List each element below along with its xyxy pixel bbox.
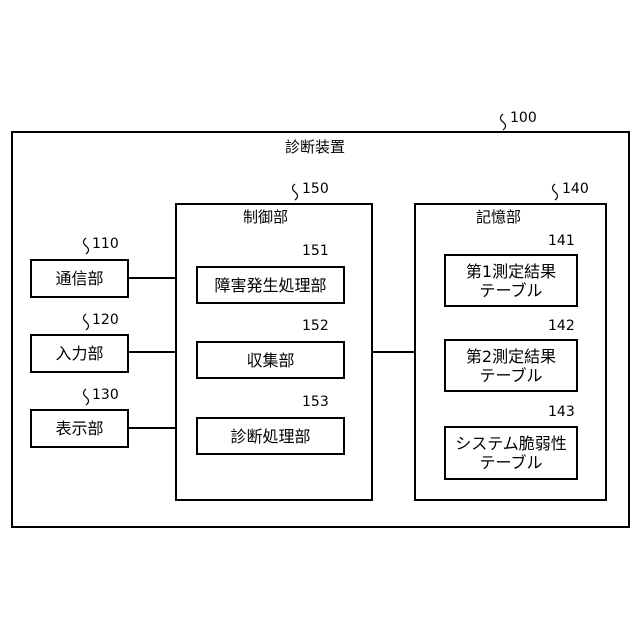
display-unit: 表示部 <box>30 409 129 448</box>
control-unit-title: 制御部 <box>243 206 288 227</box>
second-measurement-table-line2: テーブル <box>479 366 542 385</box>
ref-120: 120 <box>92 312 119 328</box>
first-measurement-table-line1: 第1測定結果 <box>466 262 556 281</box>
ref-100: 100 <box>510 110 537 126</box>
second-measurement-table-line1: 第2測定結果 <box>466 347 556 366</box>
display-unit-label: 表示部 <box>32 411 127 446</box>
fault-generation-unit: 障害発生処理部 <box>196 266 345 304</box>
system-vulnerability-table-line1: システム脆弱性 <box>455 434 567 453</box>
system-vulnerability-table: システム脆弱性 テーブル <box>444 426 578 480</box>
ref-130: 130 <box>92 387 119 403</box>
communication-unit: 通信部 <box>30 259 129 298</box>
first-measurement-table: 第1測定結果 テーブル <box>444 254 578 307</box>
ref-152: 152 <box>302 318 329 334</box>
ref-140: 140 <box>562 181 589 197</box>
first-measurement-table-line2: テーブル <box>479 281 542 300</box>
fault-generation-unit-label: 障害発生処理部 <box>198 268 343 302</box>
ref-142: 142 <box>548 318 575 334</box>
leader-100 <box>501 114 506 130</box>
ref-143: 143 <box>548 404 575 420</box>
ref-110: 110 <box>92 236 119 252</box>
diagnostic-device-title: 診断装置 <box>285 136 345 157</box>
ref-141: 141 <box>548 233 575 249</box>
communication-unit-label: 通信部 <box>32 261 127 296</box>
ref-150: 150 <box>302 181 329 197</box>
collection-unit: 収集部 <box>196 341 345 379</box>
ref-151: 151 <box>302 243 329 259</box>
storage-unit-title: 記憶部 <box>476 206 521 227</box>
diagnosis-processing-unit-label: 診断処理部 <box>198 419 343 453</box>
collection-unit-label: 収集部 <box>198 343 343 377</box>
ref-153: 153 <box>302 394 329 410</box>
system-vulnerability-table-line2: テーブル <box>479 453 542 472</box>
input-unit: 入力部 <box>30 334 129 373</box>
second-measurement-table: 第2測定結果 テーブル <box>444 339 578 392</box>
input-unit-label: 入力部 <box>32 336 127 371</box>
diagnosis-processing-unit: 診断処理部 <box>196 417 345 455</box>
